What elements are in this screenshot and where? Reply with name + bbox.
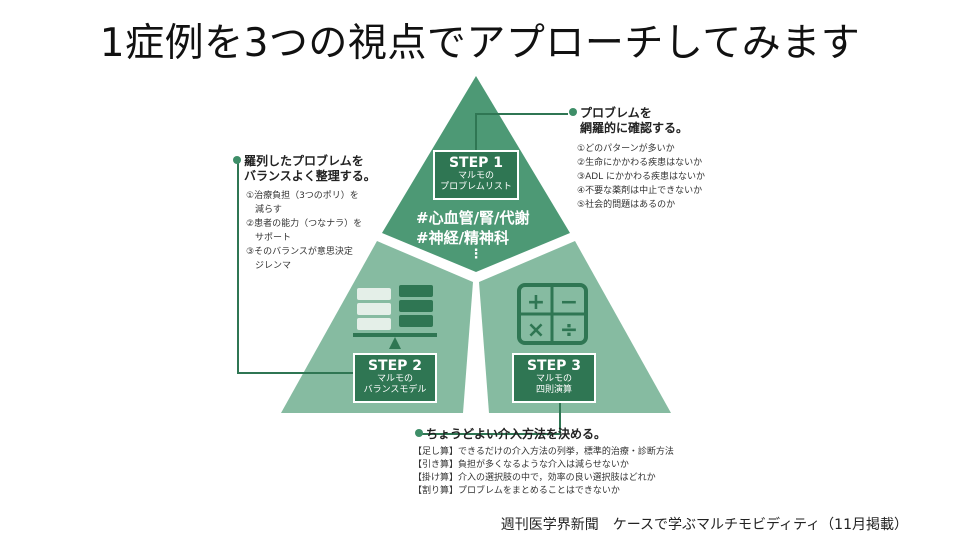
step3-box: STEP 3 マルモの 四則演算 [512,353,596,403]
callout-intervention: ちょうどよい介入方法を決める。 【足し算】できるだけの介入方法の列挙，標準的治療… [411,427,731,498]
step3-sub1: マルモの [535,374,572,384]
list-item: 【掛け算】介入の選択肢の中で，効率の良い選択肢はどれか [413,473,656,483]
tag-ellipsis: ⋮ [469,247,483,262]
step1-sub2: プロブレムリスト [440,182,512,192]
connector-left [237,161,353,374]
step1-label: STEP 1 [448,155,504,171]
page-title: 1症例を3つの視点でアプローチしてみます [99,21,861,66]
callout-bottom-list: 【足し算】できるだけの介入方法の列挙，標準的治療・診断方法 【引き算】負担が多く… [413,446,731,498]
list-item: ③そのバランスが意思決定 [246,247,353,257]
list-item: ②生命にかかわる疾患はないか [577,158,703,168]
calculator-icon [517,283,588,345]
step2-label: STEP 2 [367,358,423,374]
list-item: 【引き算】負担が多くなるような介入は減らせないか [413,460,629,470]
step1-sub1: マルモの [457,171,494,181]
callout-right-head: プロブレムを 網羅的に確認する。 [569,106,745,136]
source-credit: 週刊医学界新聞 ケースで学ぶマルチモビディティ（11月掲載） [500,517,908,533]
callout-left-list: ①治療負担（3つのポリ）を 減らす ②患者の能力（つなナラ）を サポート ③その… [246,189,399,273]
callout-comprehensive: プロブレムを 網羅的に確認する。 ①どのパターンが多いか ②生命にかかわる疾患は… [565,106,745,212]
callout-right-list: ①どのパターンが多いか ②生命にかかわる疾患はないか ③ADL にかかわる疾患は… [577,142,745,212]
list-item: 【割り算】プロブレムをまとめることはできないか [413,486,620,496]
list-item: ジレンマ [246,261,292,271]
step3-sub2: 四則演算 [535,385,572,395]
list-item: 減らす [246,205,282,215]
list-item: ①治療負担（3つのポリ）を [246,191,359,201]
tag-neuro: #神経/精神科 [416,229,510,247]
step3-label: STEP 3 [526,358,582,374]
step1-box: STEP 1 マルモの プロブレムリスト [433,150,519,200]
connector-right [475,113,568,155]
bullet-dot-icon [233,156,241,164]
times-symbol: × [527,318,545,343]
bullet-dot-icon [569,108,577,116]
bullet-dot-icon [415,429,423,437]
connector-bottom [419,395,561,435]
list-item: ⑤社会的問題はあるのか [577,200,676,210]
callout-left-head: 羅列したプロブレムを バランスよく整理する。 [233,154,399,184]
step2-sub1: マルモの [376,374,413,384]
step2-box: STEP 2 マルモの バランスモデル [353,353,437,403]
divide-symbol: ÷ [560,318,578,343]
step2-sub2: バランスモデル [363,385,427,395]
balance-scale-icon [353,285,437,349]
plus-symbol: + [527,290,545,315]
list-item: ①どのパターンが多いか [577,144,675,154]
callout-bottom-head: ちょうどよい介入方法を決める。 [415,427,731,442]
callout-balance: 羅列したプロブレムを バランスよく整理する。 ①治療負担（3つのポリ）を 減らす… [229,154,399,273]
list-item: サポート [246,233,292,243]
list-item: ③ADL にかかわる疾患はないか [577,172,706,182]
list-item: ④不要な薬剤は中止できないか [577,186,703,196]
category-tags: #心血管/腎/代謝 #神経/精神科 ⋮ [416,208,536,262]
list-item: 【足し算】できるだけの介入方法の列挙，標準的治療・診断方法 [413,447,674,457]
tag-cardio: #心血管/腎/代謝 [416,209,530,227]
list-item: ②患者の能力（つなナラ）を [246,219,363,229]
minus-symbol: − [560,290,578,315]
